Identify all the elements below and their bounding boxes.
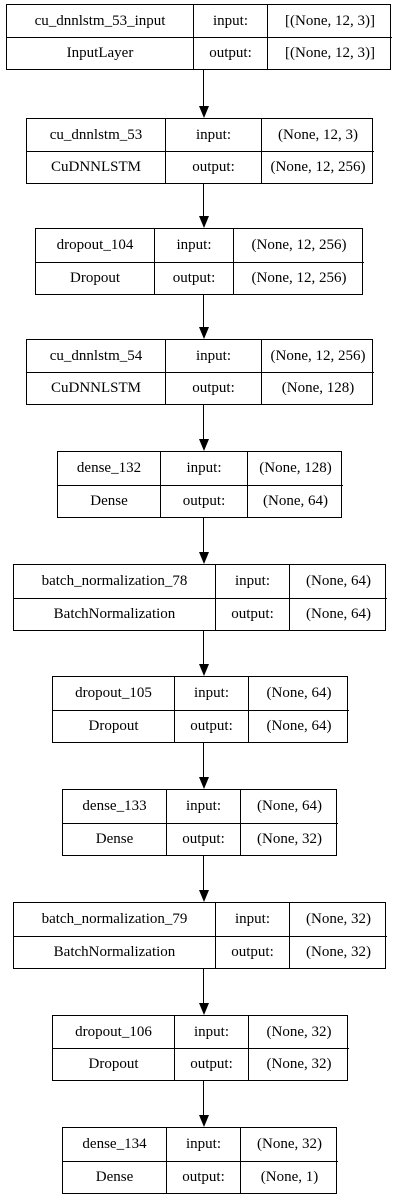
layer-name: dense_134 xyxy=(82,1135,147,1152)
output-shape: (None, 128) xyxy=(261,372,374,404)
layer-name: batch_normalization_78 xyxy=(41,572,188,589)
output-shape: (None, 12, 256) xyxy=(233,261,364,294)
edge-arrow-line xyxy=(203,184,204,217)
edge-arrow-line xyxy=(203,969,204,1004)
output-shape: [(None, 12, 3)] xyxy=(267,37,392,69)
input-shape: (None, 64) xyxy=(240,790,338,823)
edge-arrow-line xyxy=(203,405,204,440)
input-shape: (None, 32) xyxy=(240,1128,338,1161)
layer-type: CuDNNLSTM xyxy=(27,151,165,183)
edge-arrow-line xyxy=(203,295,204,328)
output-shape: (None, 64) xyxy=(289,597,387,630)
arrowhead-icon xyxy=(198,327,209,339)
edge-arrow-line xyxy=(203,518,204,553)
layer-node-batch_normalization_78: batch_normalization_78 input:(None, 64) Ba… xyxy=(13,564,387,631)
edge-arrow-line xyxy=(203,631,204,665)
arrowhead-icon xyxy=(198,664,209,676)
input-label: input: xyxy=(215,903,289,936)
layer-name: dense_133 xyxy=(82,797,147,814)
input-label: input: xyxy=(154,229,233,262)
layer-name: cu_dnnlstm_54 xyxy=(49,347,143,364)
output-shape: (None, 12, 256) xyxy=(261,151,374,183)
edge-arrow-line xyxy=(203,856,204,891)
output-label: output: xyxy=(165,151,261,183)
input-label: input: xyxy=(165,340,261,372)
input-label: input: xyxy=(174,1016,248,1048)
output-shape: (None, 32) xyxy=(248,1048,349,1080)
input-shape: (None, 64) xyxy=(289,565,387,598)
input-label: input: xyxy=(166,1128,240,1161)
arrowhead-icon xyxy=(198,890,209,902)
output-shape: (None, 32) xyxy=(240,822,338,855)
arrowhead-icon xyxy=(198,552,209,564)
output-shape: (None, 64) xyxy=(247,484,343,517)
input-label: input: xyxy=(166,790,240,823)
output-label: output: xyxy=(166,1160,240,1193)
layer-node-cu_dnnlstm_54: cu_dnnlstm_54 input:(None, 12, 256) CuDNNL… xyxy=(26,339,374,405)
output-label: output: xyxy=(165,372,261,404)
output-label: output: xyxy=(174,1048,248,1080)
arrowhead-icon xyxy=(198,1115,209,1127)
arrowhead-icon xyxy=(198,439,209,451)
layer-name: dropout_104 xyxy=(56,236,134,253)
layer-name: cu_dnnlstm_53_input xyxy=(34,12,166,29)
arrowhead-icon xyxy=(198,777,209,789)
layer-node-batch_normalization_79: batch_normalization_79 input:(None, 32) Ba… xyxy=(13,902,387,969)
layer-type: BatchNormalization xyxy=(14,597,215,631)
arrowhead-icon xyxy=(198,106,209,118)
arrowhead-icon xyxy=(198,216,209,228)
input-shape: (None, 12, 3) xyxy=(261,119,374,151)
input-shape: (None, 12, 256) xyxy=(233,229,364,262)
input-label: input: xyxy=(215,565,289,598)
output-label: output: xyxy=(215,935,289,968)
input-shape: (None, 12, 256) xyxy=(261,340,374,372)
edge-arrow-line xyxy=(203,1081,204,1116)
output-label: output: xyxy=(160,484,247,517)
input-shape: (None, 32) xyxy=(248,1016,349,1048)
layer-type: CuDNNLSTM xyxy=(27,372,165,404)
output-shape: (None, 64) xyxy=(248,709,349,742)
input-label: input: xyxy=(193,5,267,37)
layer-node-cu_dnnlstm_53_input: cu_dnnlstm_53_input input:[(None, 12, 3)]… xyxy=(6,4,392,70)
layer-node-cu_dnnlstm_53: cu_dnnlstm_53 input:(None, 12, 3) CuDNNLST… xyxy=(26,118,374,184)
layer-name: dense_132 xyxy=(76,459,142,476)
output-shape: (None, 32) xyxy=(289,935,387,968)
input-shape: (None, 64) xyxy=(248,677,349,710)
layer-type: Dropout xyxy=(36,261,154,295)
layer-name: dropout_106 xyxy=(75,1023,152,1040)
output-label: output: xyxy=(174,709,248,742)
layer-type: BatchNormalization xyxy=(14,935,215,969)
layer-type: Dense xyxy=(63,1160,166,1194)
layer-type: Dropout xyxy=(53,709,174,743)
layer-type: Dense xyxy=(63,822,166,856)
layer-name: dropout_105 xyxy=(75,684,152,701)
output-label: output: xyxy=(193,37,267,69)
edge-arrow-line xyxy=(203,70,204,107)
input-label: input: xyxy=(165,119,261,151)
layer-name: cu_dnnlstm_53 xyxy=(49,126,143,143)
output-label: output: xyxy=(166,822,240,855)
output-shape: (None, 1) xyxy=(240,1160,338,1193)
arrowhead-icon xyxy=(198,1003,209,1015)
input-label: input: xyxy=(160,452,247,485)
edge-arrow-line xyxy=(203,743,204,778)
input-shape: (None, 32) xyxy=(289,903,387,936)
layer-type: Dropout xyxy=(53,1048,174,1080)
layer-type: InputLayer xyxy=(7,37,193,69)
input-shape: (None, 128) xyxy=(247,452,343,485)
output-label: output: xyxy=(215,597,289,630)
layer-type: Dense xyxy=(58,484,160,518)
layer-name: batch_normalization_79 xyxy=(41,910,188,927)
input-label: input: xyxy=(174,677,248,710)
input-shape: [(None, 12, 3)] xyxy=(267,5,392,37)
output-label: output: xyxy=(154,261,233,294)
